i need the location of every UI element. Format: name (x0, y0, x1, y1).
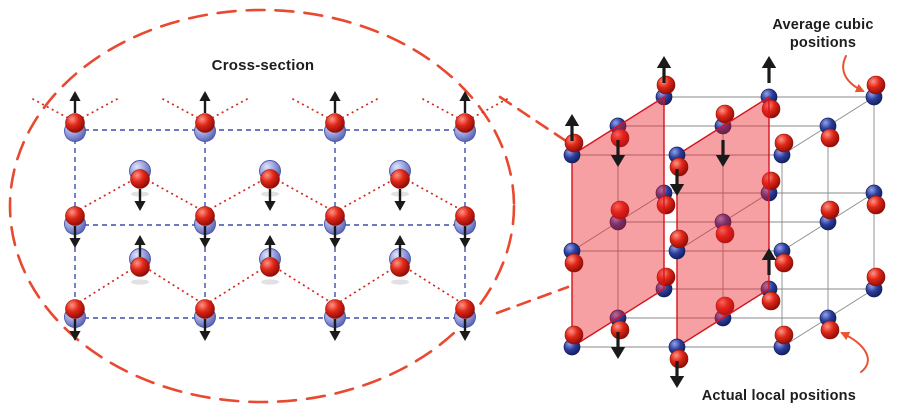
zigzag-tail-line (160, 97, 199, 119)
lattice-3d-panel (563, 56, 886, 388)
displaced-atom (455, 113, 475, 133)
displaced-atom (195, 206, 215, 226)
local-position-atom (656, 195, 676, 215)
callout-dash-line (495, 285, 570, 315)
arrowhead (264, 201, 276, 211)
arrowhead (264, 235, 276, 245)
displaced-atom (325, 113, 345, 133)
annotation-arrow (840, 331, 869, 373)
zigzag-tail-line (341, 97, 380, 119)
atom-shadow (131, 279, 149, 285)
local-position-atom (774, 253, 794, 273)
zigzag-tail-line (81, 97, 120, 119)
displaced-atom (260, 169, 280, 189)
displaced-atom (390, 257, 410, 277)
local-position-atom (761, 99, 781, 119)
arrowhead (761, 56, 777, 68)
polar-plane (676, 95, 770, 349)
arrowhead (134, 235, 146, 245)
arrowhead (69, 331, 81, 341)
arrowhead (459, 91, 471, 101)
polar-plane (571, 95, 665, 349)
local-position-atom (866, 75, 886, 95)
arrowhead (715, 155, 731, 167)
local-position-atom (761, 291, 781, 311)
displaced-atom (325, 299, 345, 319)
local-position-atom (669, 349, 689, 369)
actual-local-positions-label: Actual local positions (701, 388, 856, 404)
displaced-atom (390, 169, 410, 189)
zigzag-tail-line (211, 97, 250, 119)
arrowhead (656, 56, 672, 68)
local-position-atom (669, 229, 689, 249)
local-position-atom (564, 253, 584, 273)
local-position-atom (715, 104, 735, 124)
displaced-atom (195, 113, 215, 133)
displaced-atom (260, 257, 280, 277)
displaced-atom (455, 299, 475, 319)
zigzag-tail-line (290, 97, 329, 119)
local-position-atom (610, 200, 630, 220)
cross-section-label: Cross-section (211, 57, 315, 74)
arrowhead (329, 238, 341, 248)
cross-section-panel (8, 8, 570, 404)
zigzag-tail-line (471, 97, 510, 119)
arrowhead (329, 331, 341, 341)
local-position-atom (761, 171, 781, 191)
local-position-atom (774, 133, 794, 153)
annotation-arrow (842, 55, 865, 93)
displaced-atom (195, 299, 215, 319)
local-position-atom (610, 320, 630, 340)
local-position-atom (820, 128, 840, 148)
displaced-atom (130, 169, 150, 189)
arrowhead (564, 114, 580, 126)
local-position-atom (820, 320, 840, 340)
magnifier-ellipse (8, 8, 516, 404)
average-cubic-positions-label: Average cubic positions (772, 17, 874, 51)
arrowhead (610, 347, 626, 359)
atom-shadow (391, 279, 409, 285)
local-position-atom (610, 128, 630, 148)
local-position-atom (715, 224, 735, 244)
local-position-atom (669, 157, 689, 177)
local-position-atom (774, 325, 794, 345)
arrowhead (669, 376, 685, 388)
arrowhead (199, 331, 211, 341)
displaced-atom (130, 257, 150, 277)
arrowhead (610, 155, 626, 167)
arrowhead (459, 331, 471, 341)
local-position-atom (656, 75, 676, 95)
local-position-atom (656, 267, 676, 287)
displaced-atom (325, 206, 345, 226)
local-position-atom (820, 200, 840, 220)
arrowhead (69, 91, 81, 101)
arrowhead (199, 238, 211, 248)
arrowhead (199, 91, 211, 101)
arrowhead (669, 184, 685, 196)
callout-dash-line (498, 95, 568, 143)
displaced-atom (65, 206, 85, 226)
arrowhead (394, 235, 406, 245)
local-position-atom (564, 325, 584, 345)
local-position-atom (866, 267, 886, 287)
arrowhead (329, 91, 341, 101)
arrowhead (459, 238, 471, 248)
local-position-atom (715, 296, 735, 316)
displaced-atom (65, 299, 85, 319)
annotation-arrows-layer (840, 55, 869, 373)
displaced-atom (455, 206, 475, 226)
zigzag-tail-line (30, 97, 69, 119)
zigzag-tail-line (420, 97, 459, 119)
displaced-atom (65, 113, 85, 133)
local-position-atom (866, 195, 886, 215)
arrowhead (134, 201, 146, 211)
arrowhead (69, 238, 81, 248)
arrowhead (761, 248, 777, 260)
atom-shadow (261, 279, 279, 285)
arrowhead (394, 201, 406, 211)
local-position-atom (564, 133, 584, 153)
